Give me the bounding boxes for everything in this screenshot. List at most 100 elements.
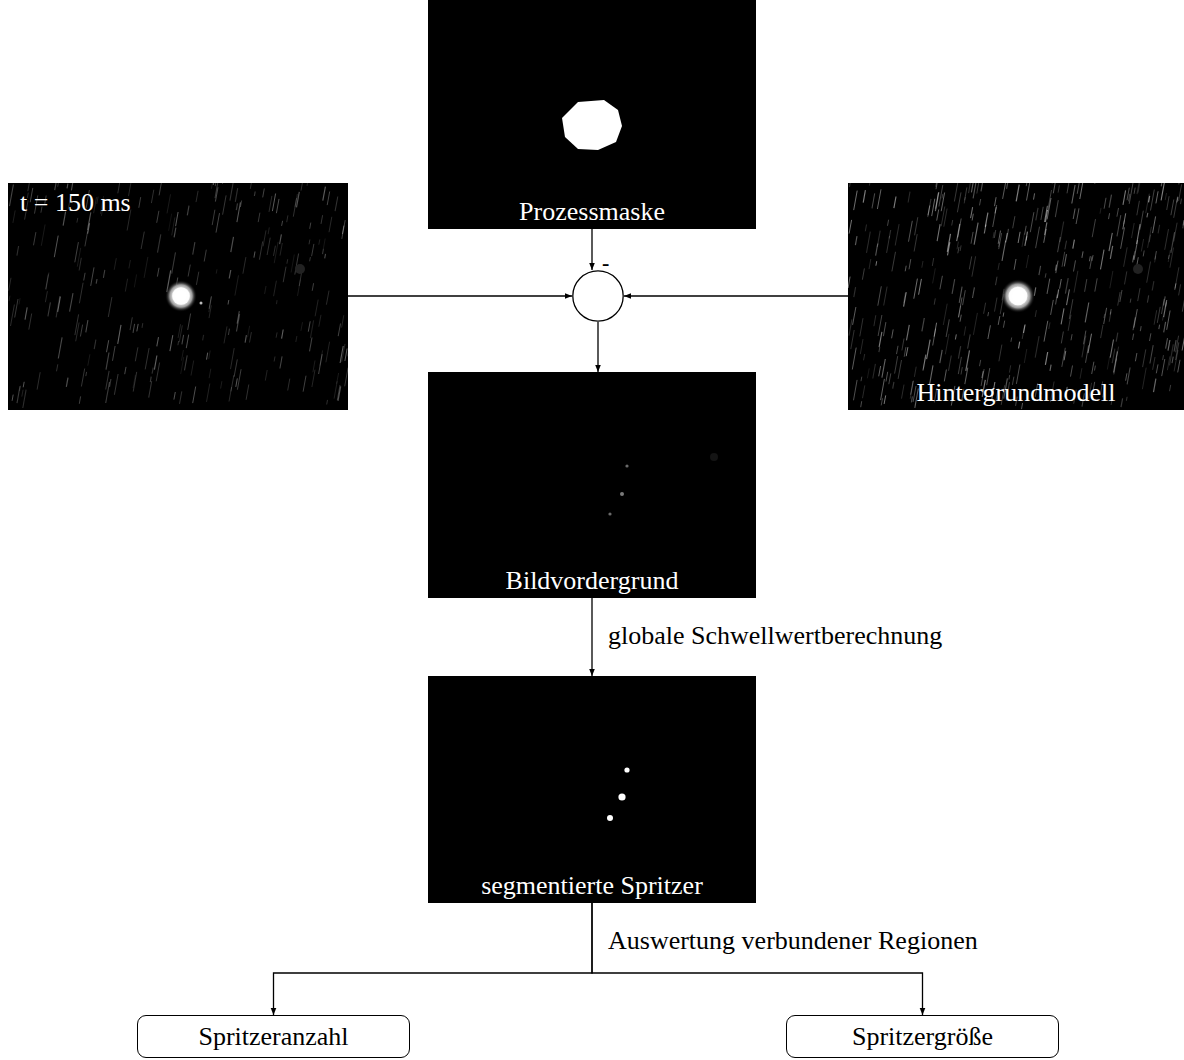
- rain-streak: [291, 255, 294, 273]
- rain-streak: [207, 384, 210, 402]
- rain-streak: [75, 242, 79, 262]
- spatter-dot: [200, 302, 203, 305]
- rain-streak: [17, 386, 20, 403]
- rain-streak: [977, 183, 981, 194]
- rain-streak: [1010, 338, 1012, 342]
- rain-streak: [118, 325, 121, 344]
- rain-streak: [301, 322, 303, 331]
- rain-streak: [1164, 322, 1166, 333]
- rain-streak: [1076, 208, 1079, 224]
- rain-streak: [236, 378, 238, 387]
- rain-streak: [216, 269, 218, 273]
- rain-streak: [181, 357, 184, 374]
- rain-streak: [1094, 366, 1096, 371]
- rain-streak: [1154, 379, 1156, 393]
- rain-streak: [221, 381, 222, 388]
- rain-streak: [193, 242, 195, 255]
- rain-streak: [932, 199, 935, 216]
- rain-streak: [923, 355, 926, 371]
- rain-streak: [1085, 303, 1089, 323]
- rain-streak: [864, 354, 865, 360]
- rain-streak: [1133, 317, 1135, 330]
- rain-streak: [213, 183, 216, 185]
- rain-streak: [945, 334, 949, 354]
- rain-streak: [939, 185, 943, 206]
- rain-streak: [1071, 366, 1073, 377]
- rain-streak: [133, 375, 135, 388]
- rain-streak: [243, 257, 246, 274]
- rain-streak: [1134, 240, 1138, 260]
- rain-streak: [45, 291, 47, 302]
- rain-streak: [1171, 232, 1175, 253]
- rain-streak: [167, 194, 171, 213]
- rain-streak: [293, 198, 296, 217]
- rain-streak: [1002, 241, 1006, 261]
- rain-streak: [1142, 368, 1146, 390]
- rain-streak: [884, 287, 887, 306]
- rain-streak: [288, 379, 290, 391]
- rain-streak: [250, 183, 251, 189]
- rain-streak: [287, 215, 288, 222]
- rain-streak: [1137, 183, 1141, 194]
- rain-streak: [902, 339, 904, 351]
- rain-streak: [268, 227, 269, 234]
- image-art: [8, 183, 348, 410]
- rain-streak: [1030, 212, 1034, 232]
- rain-streak: [922, 318, 924, 331]
- rain-streak: [1134, 309, 1137, 328]
- rain-streak: [933, 268, 936, 283]
- image-art: [428, 0, 756, 229]
- rain-streak: [1061, 332, 1063, 344]
- rain-streak: [1133, 334, 1134, 340]
- rain-streak: [326, 400, 328, 405]
- rain-streak: [88, 223, 90, 234]
- rain-streak: [170, 335, 173, 351]
- rain-streak: [1179, 284, 1181, 295]
- rain-streak: [1090, 256, 1092, 269]
- rain-streak: [276, 199, 279, 213]
- rain-streak: [940, 276, 943, 290]
- rain-streak: [231, 348, 235, 369]
- rain-streak: [1124, 247, 1128, 266]
- rain-streak: [307, 183, 309, 186]
- rain-streak: [1149, 196, 1150, 203]
- edge-label: globale Schwellwertberechnung: [608, 620, 942, 651]
- rain-streak: [1166, 338, 1168, 349]
- rain-streak: [1179, 183, 1182, 184]
- rain-streak: [1148, 227, 1152, 248]
- rain-streak: [1130, 299, 1132, 303]
- rain-streak: [1016, 185, 1019, 202]
- rain-streak: [1117, 208, 1119, 217]
- rain-streak: [86, 320, 88, 332]
- rain-streak: [988, 325, 991, 339]
- spatter-dot: [295, 264, 305, 274]
- rain-streak: [106, 353, 109, 370]
- rain-streak: [108, 297, 112, 317]
- rain-streak: [958, 298, 962, 318]
- rain-streak: [321, 215, 323, 224]
- rain-streak: [971, 232, 973, 244]
- rain-streak: [908, 192, 910, 203]
- rain-streak: [215, 183, 219, 198]
- rain-streak: [263, 189, 265, 198]
- rain-streak: [245, 335, 246, 343]
- rain-streak: [1101, 250, 1105, 270]
- rain-streak: [906, 347, 908, 356]
- result-box: Spritzeranzahl: [137, 1015, 410, 1058]
- rain-streak: [1127, 188, 1129, 201]
- rain-streak: [229, 387, 232, 401]
- rain-streak: [1055, 200, 1058, 217]
- rain-streak: [91, 267, 94, 286]
- rain-streak: [254, 252, 255, 258]
- rain-streak: [904, 292, 907, 306]
- rain-streak: [274, 246, 276, 256]
- rain-streak: [274, 357, 276, 362]
- rain-streak: [265, 370, 267, 381]
- rain-streak: [1183, 220, 1184, 228]
- mask-image: Prozessmaske: [428, 0, 756, 229]
- rain-streak: [96, 279, 98, 284]
- rain-streak: [23, 382, 24, 388]
- rain-streak: [54, 236, 58, 258]
- image-caption: Bildvordergrund: [428, 565, 756, 596]
- rain-streak: [1164, 300, 1167, 317]
